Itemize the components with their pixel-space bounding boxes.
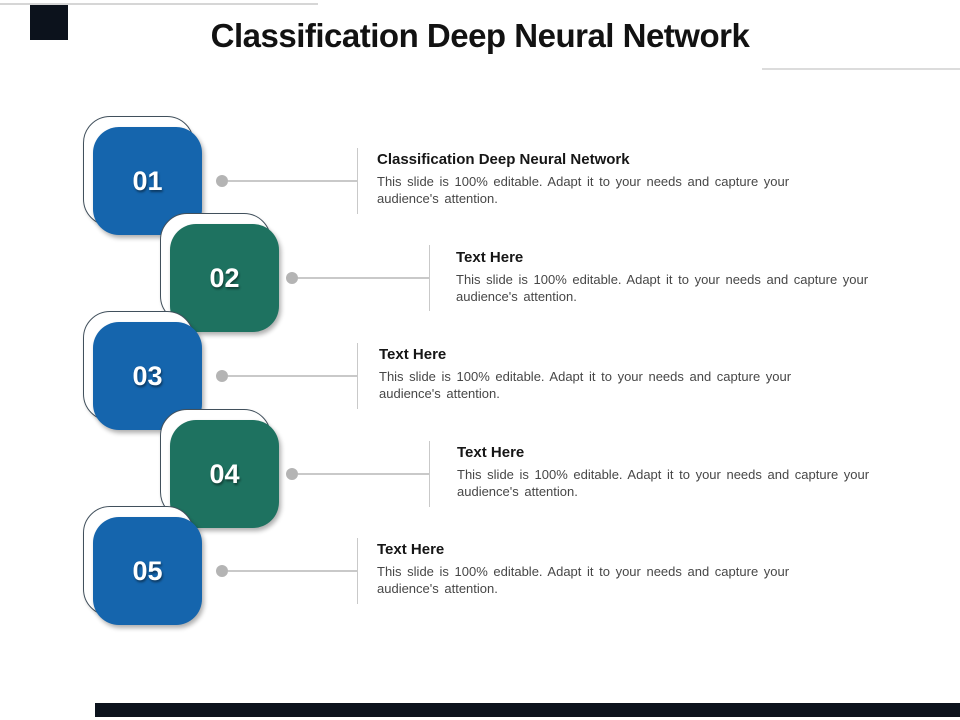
connector-dot [286,272,298,284]
step-text: Text Here This slide is 100% editable. A… [456,249,896,305]
step-body: This slide is 100% editable. Adapt it to… [377,564,790,596]
connector-bracket [357,538,358,604]
step-number: 02 [209,262,240,293]
connector-line [228,570,357,572]
connector-bracket [357,148,358,214]
top-right-rule [762,68,960,70]
step-number-box: 01 [93,127,202,235]
step-number: 01 [132,165,163,196]
step-heading: Text Here [457,444,525,461]
connector-line [298,277,429,279]
step-number-box: 04 [170,420,279,528]
connector-dot [216,370,228,382]
step-body: This slide is 100% editable. Adapt it to… [377,174,790,206]
connector-dot [216,565,228,577]
connector-line [298,473,429,475]
connector-line [228,375,357,377]
step-body: This slide is 100% editable. Adapt it to… [457,467,870,499]
top-left-rule [0,3,318,5]
connector-bracket [429,441,430,507]
connector-line [228,180,357,182]
step-number-box: 05 [93,517,202,625]
connector-bracket [357,343,358,409]
step-text: Text Here This slide is 100% editable. A… [377,541,817,597]
step-body: This slide is 100% editable. Adapt it to… [456,272,869,304]
step-text: Classification Deep Neural Network This … [377,151,817,207]
slide-title: Classification Deep Neural Network [210,17,750,54]
step-heading: Text Here [456,249,524,266]
step-body: This slide is 100% editable. Adapt it to… [379,369,792,401]
connector-bracket [429,245,430,311]
step-number: 04 [209,458,240,489]
step-number: 03 [132,360,163,391]
step-heading: Text Here [377,541,445,558]
bottom-bar [95,703,960,717]
step-number: 05 [132,555,163,586]
step-text: Text Here This slide is 100% editable. A… [379,346,819,402]
corner-mark [30,5,68,40]
connector-dot [286,468,298,480]
step-text: Text Here This slide is 100% editable. A… [457,444,897,500]
step-heading: Text Here [379,346,447,363]
connector-dot [216,175,228,187]
step-heading: Classification Deep Neural Network [377,151,630,168]
step-number-box: 02 [170,224,279,332]
